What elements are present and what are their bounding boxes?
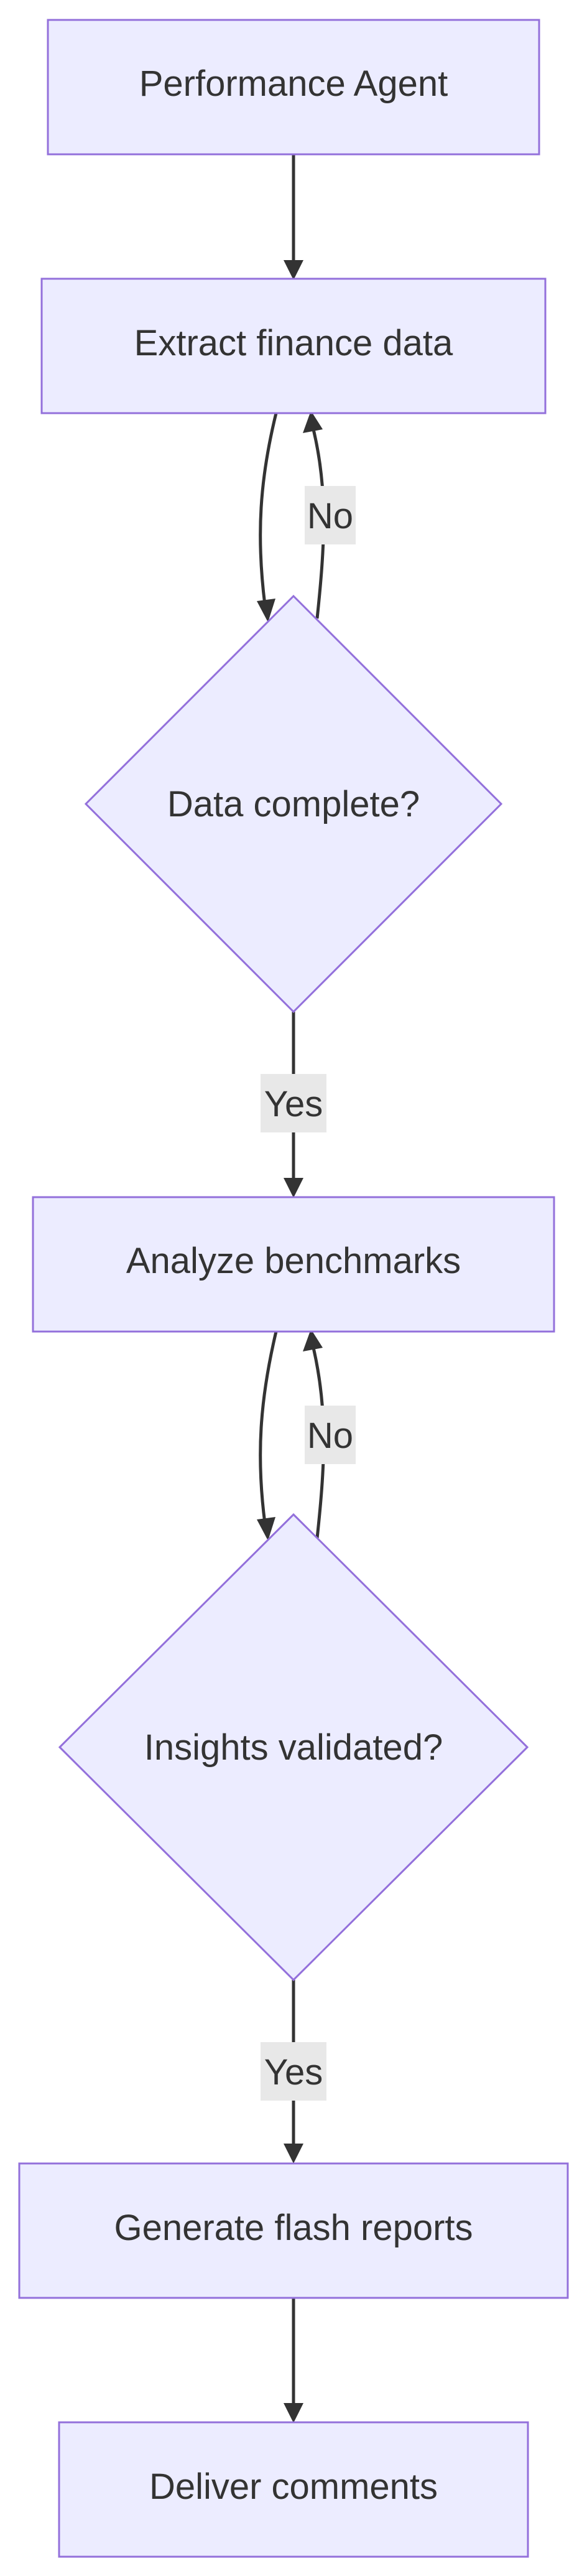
node-extract-finance-data: Extract finance data bbox=[40, 278, 547, 414]
node-label: Insights validated? bbox=[144, 1727, 443, 1768]
node-deliver-comments: Deliver comments bbox=[58, 2421, 529, 2558]
node-label: Data complete? bbox=[167, 784, 420, 824]
edge-label-text: No bbox=[307, 1416, 353, 1456]
node-label: Generate flash reports bbox=[114, 2208, 473, 2248]
edge-label-insights-validated-no: No bbox=[305, 1406, 356, 1464]
edge-label-data-complete-no: No bbox=[305, 486, 356, 544]
node-data-complete-decision: Data complete? bbox=[84, 594, 503, 1014]
node-label: Extract finance data bbox=[134, 323, 453, 363]
node-label: Performance Agent bbox=[139, 63, 448, 104]
node-label: Analyze benchmarks bbox=[126, 1241, 461, 1281]
edge-analyze-to-insights bbox=[257, 1331, 278, 1541]
node-insights-validated-decision: Insights validated? bbox=[58, 1513, 529, 1982]
edge-label-text: Yes bbox=[264, 1084, 323, 1124]
node-analyze-benchmarks: Analyze benchmarks bbox=[32, 1196, 555, 1333]
edge-label-text: No bbox=[307, 496, 353, 536]
node-performance-agent: Performance Agent bbox=[47, 19, 540, 156]
edge-label-text: Yes bbox=[264, 2052, 323, 2093]
edge-label-data-complete-yes: Yes bbox=[261, 1074, 326, 1132]
node-generate-flash-reports: Generate flash reports bbox=[18, 2162, 569, 2299]
edge-agent-to-extract bbox=[284, 154, 303, 280]
edge-generate-to-deliver bbox=[284, 2298, 303, 2423]
node-label: Deliver comments bbox=[149, 2466, 438, 2507]
edge-label-insights-validated-yes: Yes bbox=[261, 2042, 326, 2101]
edge-extract-to-data-complete bbox=[257, 413, 278, 622]
